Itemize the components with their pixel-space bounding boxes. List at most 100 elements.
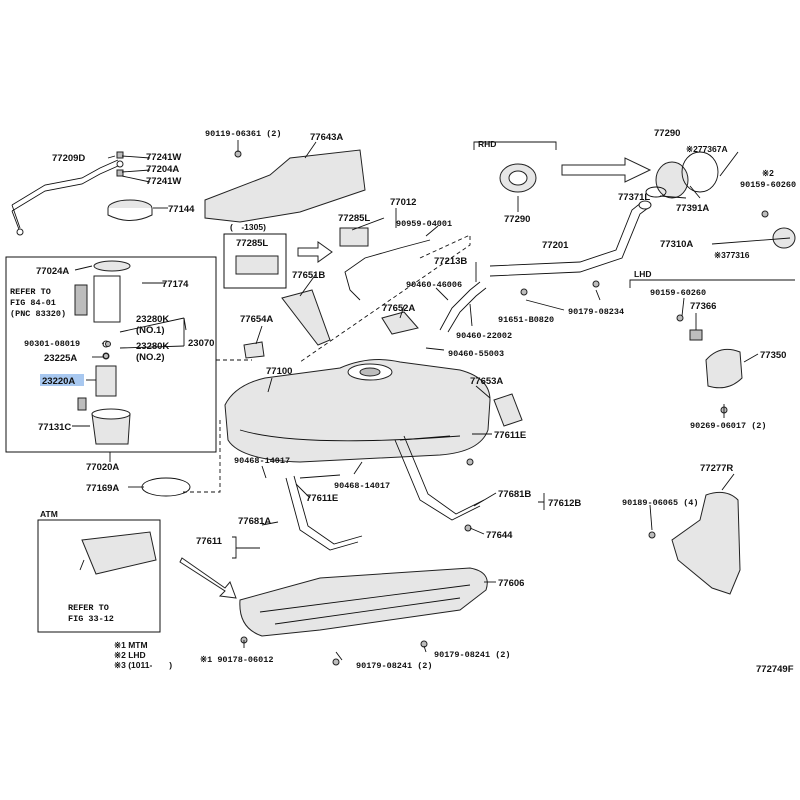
fuel-filter-77144	[107, 199, 153, 221]
label-23225[interactable]: 23225A	[44, 353, 77, 364]
label-77290-rhd[interactable]: 77290	[504, 214, 530, 225]
bracket-77285l	[235, 227, 369, 275]
vent-line-77012	[344, 239, 431, 301]
label-77681b[interactable]: 77681B	[498, 489, 531, 500]
label-90460c[interactable]: 90460-55003	[448, 349, 504, 359]
atm-detail-box	[37, 519, 161, 633]
label-77367[interactable]: ※277367A	[686, 144, 728, 154]
label-77350[interactable]: 77350	[760, 350, 786, 361]
refer33-line1[interactable]: REFER TO	[68, 603, 109, 613]
label-77020[interactable]: 77020A	[86, 462, 119, 473]
label-77391[interactable]: 77391A	[676, 203, 709, 214]
pump-23220	[95, 340, 117, 397]
detail-box-1305	[223, 233, 287, 289]
label-77316[interactable]: ※377316	[714, 250, 750, 260]
label-77012[interactable]: 77012	[390, 197, 416, 208]
label-77611e-a[interactable]: 77611E	[494, 430, 526, 441]
label-77277[interactable]: 77277R	[700, 463, 733, 474]
label-77612[interactable]: 77612B	[548, 498, 581, 509]
label-90119[interactable]: 90119-06361 (2)	[205, 129, 282, 139]
label-77201[interactable]: 77201	[542, 240, 569, 251]
label-23070[interactable]: 23070	[188, 338, 214, 349]
label-90468a[interactable]: 90468-14017	[234, 456, 290, 466]
protector-77653	[493, 393, 523, 427]
protector-77652	[381, 311, 419, 335]
label-90179c[interactable]: 90179-08241 (2)	[434, 650, 511, 660]
label-77366[interactable]: 77366	[690, 301, 716, 312]
label-77644[interactable]: 77644	[486, 530, 513, 541]
label-90189[interactable]: 90189-06065 (4)	[622, 498, 699, 508]
cap-77290-rhd	[499, 163, 537, 193]
clip-77241	[116, 151, 124, 177]
label-77174[interactable]: 77174	[162, 279, 189, 290]
figure-code: 772749F	[756, 664, 794, 675]
gasket-77169	[141, 477, 191, 497]
hinge-77277	[671, 491, 741, 595]
label-77611e-b[interactable]: 77611E	[306, 493, 338, 504]
refer84-line2[interactable]: FIG 84-01	[10, 298, 56, 308]
label-90159b[interactable]: 90159-60260	[650, 288, 706, 298]
label-77209[interactable]: 77209D	[52, 153, 85, 164]
strap-protector-77651	[281, 289, 331, 346]
label-77653[interactable]: 77653A	[470, 376, 503, 387]
hose-77213	[439, 281, 487, 333]
label-23280-no1[interactable]: 23280K	[136, 314, 169, 325]
refer84-line3[interactable]: (PNC 83320)	[10, 309, 66, 319]
label-91651[interactable]: 91651-B0820	[498, 315, 554, 325]
label-77606[interactable]: 77606	[498, 578, 524, 589]
label-77652[interactable]: 77652A	[382, 303, 415, 314]
label-77611[interactable]: 77611	[196, 536, 223, 547]
label-77290-lhd[interactable]: 77290	[654, 128, 680, 139]
note-1: ※1 MTM	[114, 640, 148, 650]
label-77681a[interactable]: 77681A	[238, 516, 271, 527]
label-atm: ATM	[40, 509, 58, 519]
label-77204[interactable]: 77204A	[146, 164, 179, 175]
label-23220[interactable]: 23220A	[42, 376, 75, 387]
atm-protector	[81, 531, 157, 575]
label-77285l-detail[interactable]: 77285L	[236, 238, 268, 249]
label-77213[interactable]: 77213B	[434, 256, 467, 267]
label-77144[interactable]: 77144	[168, 204, 195, 215]
fuel-door-77350	[689, 329, 743, 389]
label-77169[interactable]: 77169A	[86, 483, 119, 494]
refer84-line1[interactable]: REFER TO	[10, 287, 51, 297]
fuel-tank-77100	[224, 359, 491, 463]
label-90959[interactable]: 90959-04001	[396, 219, 452, 229]
arrow-atm	[179, 557, 237, 599]
label-77310[interactable]: 77310A	[660, 239, 693, 250]
label-90179b[interactable]: 90179-08241 (2)	[356, 661, 433, 671]
label-90269[interactable]: 90269-06017 (2)	[690, 421, 767, 431]
label-77131[interactable]: 77131C	[38, 422, 71, 433]
dash-1	[180, 359, 252, 493]
label-77654[interactable]: 77654A	[240, 314, 273, 325]
label-77651[interactable]: 77651B	[292, 270, 325, 281]
cap-77290-lhd	[645, 151, 719, 199]
label-90179a[interactable]: 90179-08234	[568, 307, 624, 317]
callout-labels: 90119-06361 (2) 77643A 77290 ※277367A ※2…	[10, 128, 796, 675]
label-23280-no2[interactable]: 23280K	[136, 341, 169, 352]
label-77241b[interactable]: 77241W	[146, 176, 181, 187]
note-3: ※3 (1011- )	[114, 660, 172, 670]
tank-bands-77611	[285, 435, 485, 551]
fuel-pump-assembly-box	[5, 256, 217, 453]
label-range-1305: ( -1305)	[230, 222, 266, 232]
refer33-line2[interactable]: FIG 33-12	[68, 614, 114, 624]
label-77024[interactable]: 77024A	[36, 266, 69, 277]
label-90460a[interactable]: 90460-46006	[406, 280, 462, 290]
label-90468b[interactable]: 90468-14017	[334, 481, 390, 491]
dash-2	[299, 234, 471, 363]
label-77241a[interactable]: 77241W	[146, 152, 181, 163]
label-90159-mark: ※2	[762, 168, 774, 178]
label-90460b[interactable]: 90460-22002	[456, 331, 512, 341]
label-77371[interactable]: 77371L	[618, 192, 650, 203]
label-77100[interactable]: 77100	[266, 366, 292, 377]
label-90178[interactable]: ※1 90178-06012	[200, 655, 273, 665]
label-23280-no1-sub: (NO.1)	[136, 325, 165, 336]
highlight-23220a	[40, 374, 84, 386]
label-90301[interactable]: 90301-08019	[24, 339, 80, 349]
label-77285l[interactable]: 77285L	[338, 213, 370, 224]
label-23280-no2-sub: (NO.2)	[136, 352, 165, 363]
label-90159a[interactable]: 90159-60260	[740, 180, 796, 190]
label-77643[interactable]: 77643A	[310, 132, 343, 143]
